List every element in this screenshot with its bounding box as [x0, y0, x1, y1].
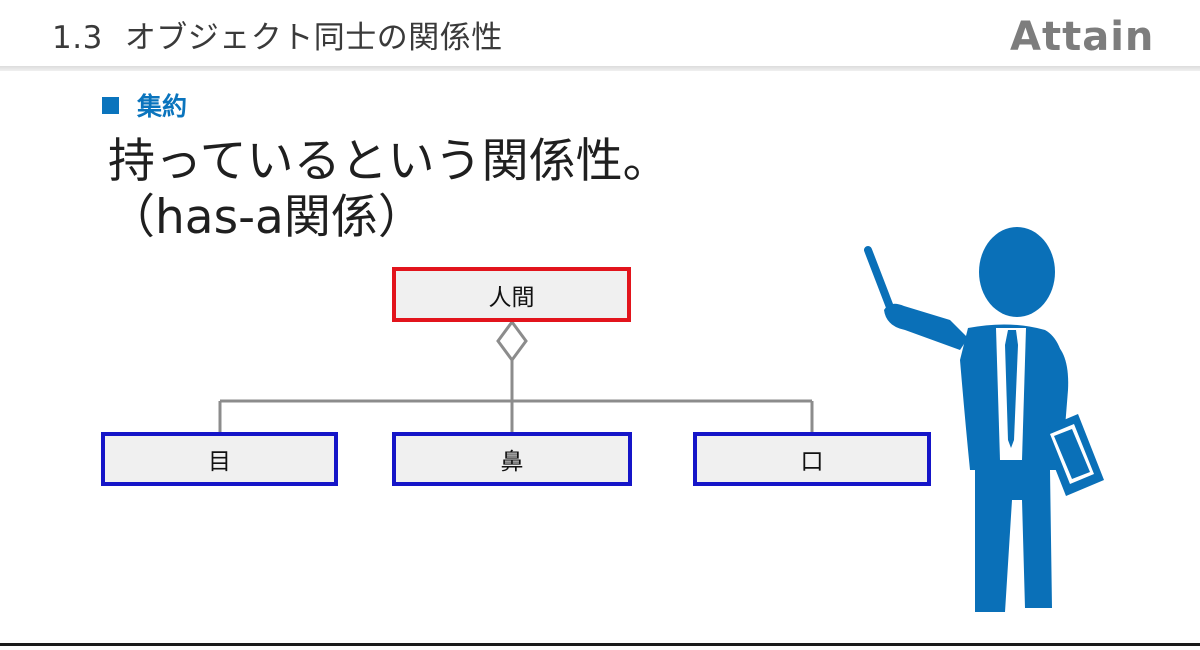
main-line-1: 持っているという関係性。 — [108, 134, 670, 189]
section-number: 1.3 — [52, 20, 103, 56]
child-class-box-3: 口 — [693, 432, 931, 486]
parent-class-box: 人間 — [392, 267, 631, 322]
child-class-box-2: 鼻 — [392, 432, 632, 486]
main-statement: 持っているという関係性。 （has-a関係） — [108, 134, 670, 246]
main-line-2: （has-a関係） — [108, 190, 425, 245]
child-class-box-1: 目 — [101, 432, 338, 486]
section-title: オブジェクト同士の関係性 — [124, 20, 503, 56]
bullet-heading: 集約 — [102, 87, 187, 123]
attain-logo: Attain — [1010, 14, 1155, 60]
footer-divider — [0, 643, 1200, 646]
section-heading: 1.3 オブジェクト同士の関係性 — [52, 12, 503, 57]
square-bullet-icon — [102, 96, 119, 114]
bullet-label: 集約 — [137, 92, 188, 121]
aggregation-diamond-icon — [496, 319, 528, 363]
header-divider — [0, 66, 1200, 71]
